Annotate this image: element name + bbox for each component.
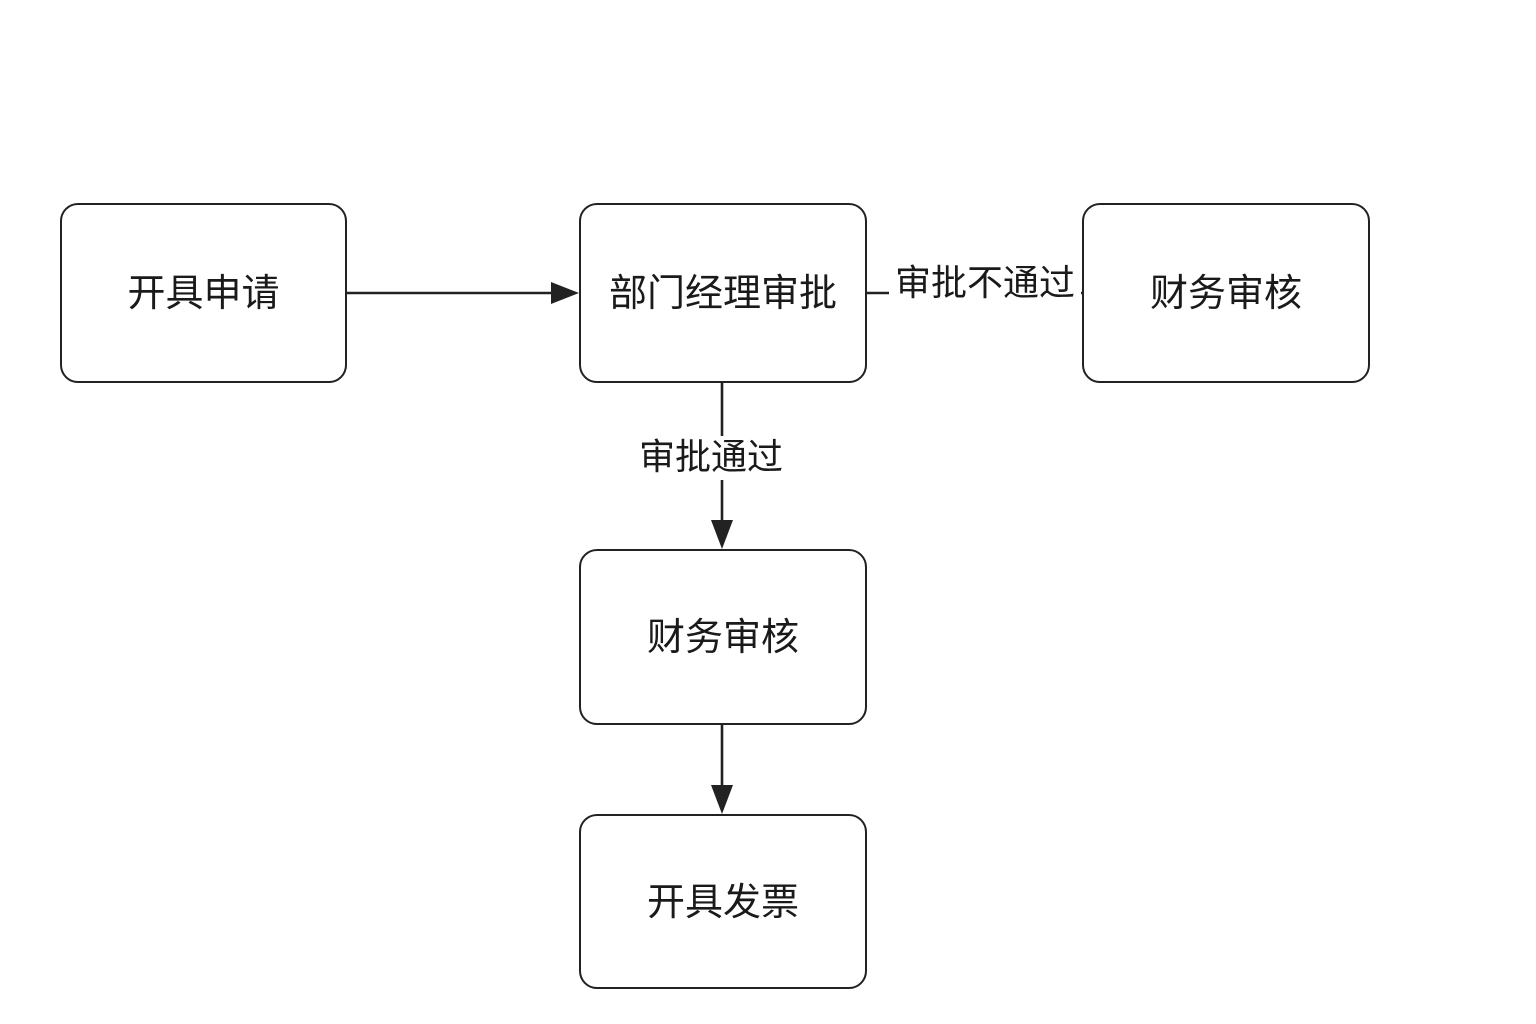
node-label: 开具申请 <box>127 271 280 315</box>
edge-finance-to-invoice <box>711 725 733 814</box>
node-label: 开具发票 <box>646 879 799 924</box>
node-issue-invoice: 开具发票 <box>579 814 867 989</box>
edge-label-rejected: 审批不通过 <box>889 262 1081 306</box>
arrowhead <box>711 785 733 814</box>
node-apply-request: 开具申请 <box>60 203 347 383</box>
node-manager-approval: 部门经理审批 <box>579 203 867 383</box>
node-label: 财务审核 <box>1149 271 1302 315</box>
edge-apply-to-manager <box>347 282 579 304</box>
arrowhead <box>551 282 579 304</box>
node-label: 财务审核 <box>646 615 799 659</box>
edge-label-approved: 审批通过 <box>634 436 788 480</box>
node-finance-review: 财务审核 <box>579 549 867 725</box>
node-finance-review-right: 财务审核 <box>1082 203 1370 383</box>
arrowhead <box>711 520 733 549</box>
node-label: 部门经理审批 <box>608 271 837 315</box>
